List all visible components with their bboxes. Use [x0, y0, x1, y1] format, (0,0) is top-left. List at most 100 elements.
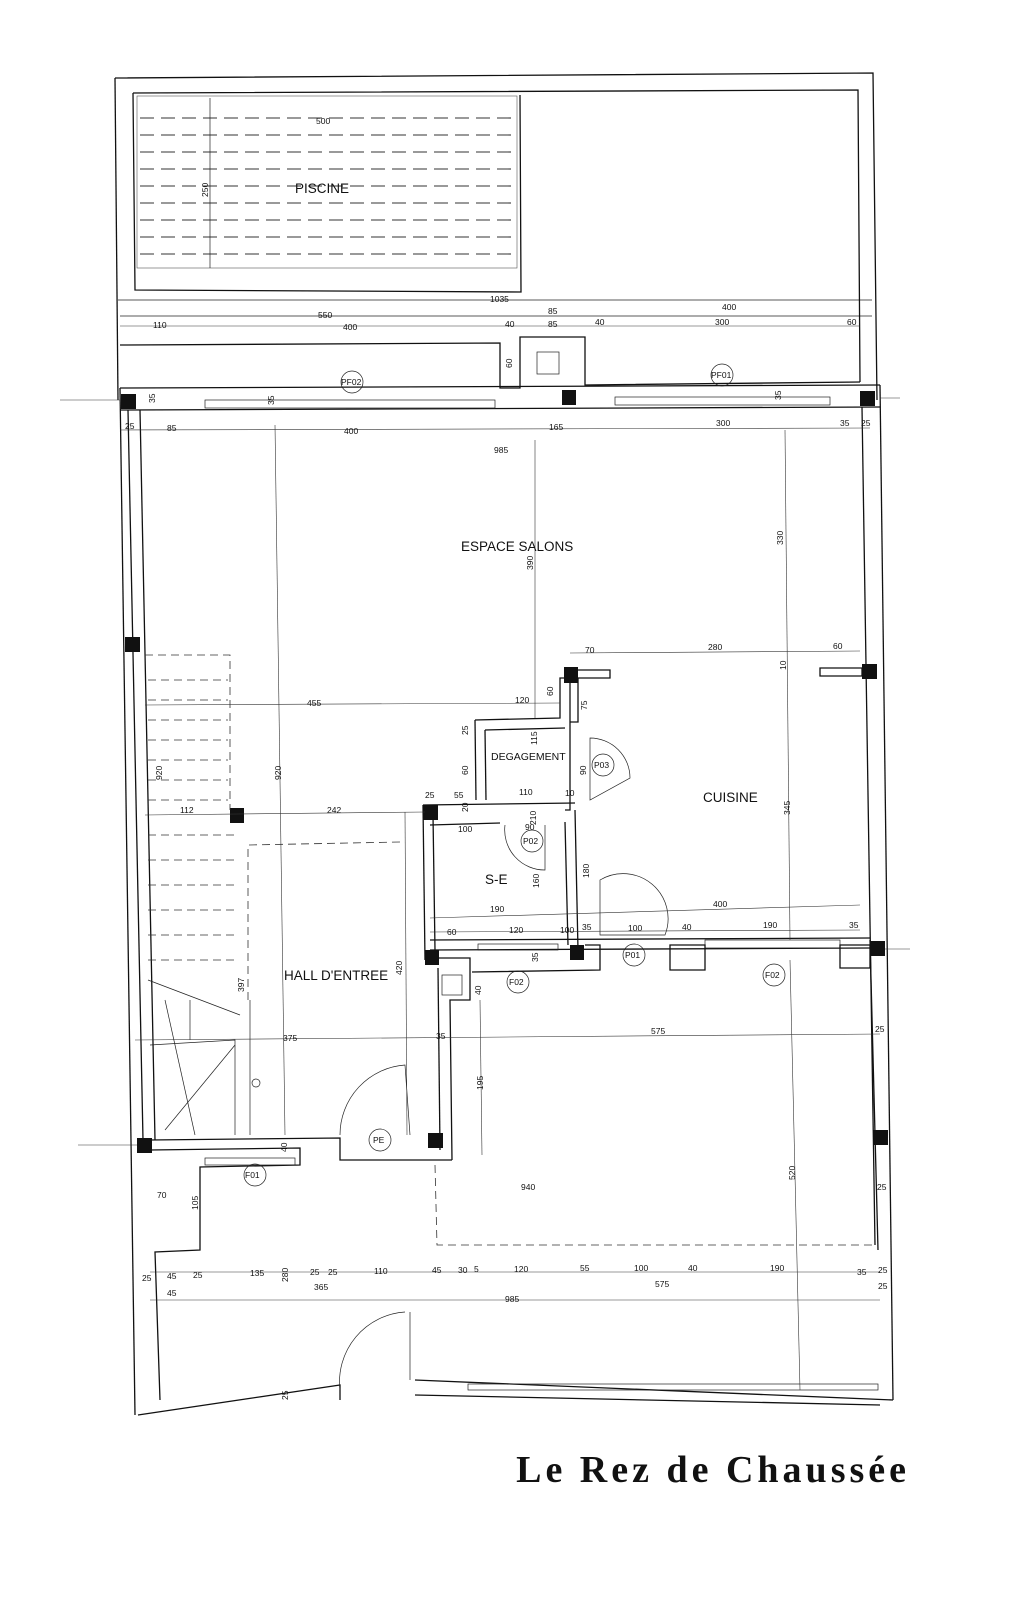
dim-label: 25: [875, 1024, 885, 1034]
room-label-hall: HALL D'ENTREE: [284, 968, 388, 983]
room-label-degagement: DEGAGEMENT: [491, 751, 566, 763]
dim-label: 10: [565, 788, 575, 798]
dim-label: 35: [773, 390, 783, 400]
dim-label: 500: [316, 116, 330, 126]
dim-label: 300: [715, 317, 729, 327]
dim-label: 280: [708, 642, 722, 652]
dim-label: 160: [531, 874, 541, 888]
dim-label: 110: [519, 787, 533, 797]
dim-label: 920: [154, 766, 164, 780]
dim-label: 112: [180, 805, 194, 815]
dim-label: 190: [490, 904, 504, 914]
dim-label: 575: [655, 1279, 669, 1289]
dim-label: 190: [763, 920, 777, 930]
dim-label: 180: [581, 864, 591, 878]
dim-label: 345: [782, 801, 792, 815]
dim-label: 210: [528, 811, 538, 825]
dim-label: 455: [307, 698, 321, 708]
dim-label: 280: [280, 1268, 290, 1282]
room-label-cuisine: CUISINE: [703, 790, 758, 805]
dim-label: 45: [167, 1271, 177, 1281]
dim-label: 40: [682, 922, 692, 932]
dim-label: 25: [425, 790, 435, 800]
dim-label: 365: [314, 1282, 328, 1292]
dim-label: 55: [454, 790, 464, 800]
dim-label: 40: [473, 985, 483, 995]
tag-p03: P03: [594, 760, 609, 770]
dim-label: 985: [505, 1294, 519, 1304]
dim-label: 85: [167, 423, 177, 433]
dim-label: 90: [525, 822, 535, 832]
tag-f02-a: F02: [509, 977, 524, 987]
dim-label: 35: [266, 395, 276, 405]
dim-label: 100: [458, 824, 472, 834]
dim-label: 85: [548, 306, 558, 316]
dim-label: 1035: [490, 294, 509, 304]
dim-label: 300: [716, 418, 730, 428]
room-label-se: S-E: [485, 872, 508, 887]
dim-label: 20: [460, 802, 470, 812]
dim-label: 25: [328, 1267, 338, 1277]
dim-label: 550: [318, 310, 332, 320]
dim-label: 10: [778, 660, 788, 670]
dim-label: 25: [878, 1281, 888, 1291]
tag-f02-b: F02: [765, 970, 780, 980]
dim-label: 165: [549, 422, 563, 432]
dim-label: 35: [530, 952, 540, 962]
dim-label: 25: [861, 418, 871, 428]
dim-label: 105: [190, 1196, 200, 1210]
pool: [132, 89, 861, 383]
dim-label: 250: [200, 183, 210, 197]
dim-label: 25: [142, 1273, 152, 1283]
terrace: [119, 336, 861, 389]
room-labels: PISCINE ESPACE SALONS CUISINE DEGAGEMENT…: [284, 181, 758, 983]
tag-p02: P02: [523, 836, 538, 846]
dim-label: 400: [344, 426, 358, 436]
dim-label: 35: [436, 1031, 446, 1041]
dim-label: 90: [578, 765, 588, 775]
dim-label: 35: [582, 922, 592, 932]
dim-label: 60: [504, 358, 514, 368]
dim-label: 55: [580, 1263, 590, 1273]
dim-label: 110: [153, 320, 167, 330]
dim-label: 195: [475, 1076, 485, 1090]
dim-label: 120: [515, 695, 529, 705]
dim-label: 100: [634, 1263, 648, 1273]
dim-label: 60: [847, 317, 857, 327]
dim-label: 70: [585, 645, 595, 655]
dim-label: 120: [509, 925, 523, 935]
door-swings: [339, 737, 669, 1391]
dim-label: 70: [157, 1190, 167, 1200]
dim-label: 400: [722, 302, 736, 312]
outer-boundary: [114, 72, 878, 401]
room-label-piscine: PISCINE: [295, 181, 349, 196]
dim-label: 115: [529, 731, 539, 745]
dim-label: 35: [840, 418, 850, 428]
dim-label: 35: [147, 393, 157, 403]
dim-label: 120: [514, 1264, 528, 1274]
dim-label: 60: [833, 641, 843, 651]
tag-pf02: PF02: [341, 377, 362, 387]
dim-label: 135: [250, 1268, 264, 1278]
dim-label: 25: [310, 1267, 320, 1277]
dim-label: 25: [878, 1265, 888, 1275]
dim-label: 330: [775, 531, 785, 545]
dim-label: 40: [688, 1263, 698, 1273]
dim-label: 45: [167, 1288, 177, 1298]
dim-label: 35: [849, 920, 859, 930]
dim-label: 400: [343, 322, 357, 332]
dim-label: 100: [560, 925, 574, 935]
page-title: Le Rez de Chaussée: [516, 1449, 910, 1491]
tag-pf01: PF01: [711, 370, 732, 380]
dim-label: 420: [394, 961, 404, 975]
dim-label: 920: [273, 766, 283, 780]
dim-label: 25: [193, 1270, 203, 1280]
staircase: [145, 654, 401, 1136]
dim-label: 30: [458, 1265, 468, 1275]
dim-label: 35: [857, 1267, 867, 1277]
room-label-salons: ESPACE SALONS: [461, 539, 573, 554]
dim-label: 25: [280, 1390, 290, 1400]
dim-label: 575: [651, 1026, 665, 1036]
dim-label: 390: [525, 556, 535, 570]
